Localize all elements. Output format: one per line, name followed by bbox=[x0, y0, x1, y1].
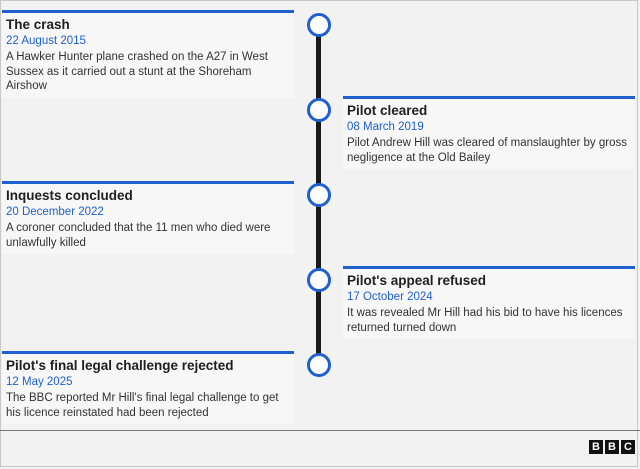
bbc-logo: B B C bbox=[589, 440, 635, 454]
timeline-event-card: Pilot's final legal challenge rejected 1… bbox=[2, 351, 294, 424]
timeline-node bbox=[307, 353, 331, 377]
event-date: 08 March 2019 bbox=[347, 121, 424, 133]
timeline-event-card: The crash 22 August 2015 A Hawker Hunter… bbox=[2, 10, 294, 98]
timeline-event-card: Pilot cleared 08 March 2019 Pilot Andrew… bbox=[343, 96, 635, 169]
event-date: 22 August 2015 bbox=[6, 35, 86, 47]
event-description: A coroner concluded that the 11 men who … bbox=[6, 222, 271, 249]
footer-divider bbox=[0, 430, 640, 431]
event-date: 12 May 2025 bbox=[6, 376, 73, 388]
event-title: Inquests concluded bbox=[6, 188, 133, 203]
event-description: It was revealed Mr Hill had his bid to h… bbox=[347, 307, 623, 334]
event-title: Pilot's final legal challenge rejected bbox=[6, 358, 234, 373]
timeline-event-card: Inquests concluded 20 December 2022 A co… bbox=[2, 181, 294, 254]
event-title: The crash bbox=[6, 17, 70, 32]
logo-block: B bbox=[589, 440, 603, 454]
timeline-node bbox=[307, 13, 331, 37]
timeline-node bbox=[307, 268, 331, 292]
timeline-node bbox=[307, 98, 331, 122]
event-title: Pilot cleared bbox=[347, 103, 428, 118]
event-date: 17 October 2024 bbox=[347, 291, 433, 303]
event-title: Pilot's appeal refused bbox=[347, 273, 487, 288]
event-description: A Hawker Hunter plane crashed on the A27… bbox=[6, 51, 268, 92]
timeline-node bbox=[307, 183, 331, 207]
event-description: The BBC reported Mr Hill's final legal c… bbox=[6, 392, 279, 419]
logo-block: C bbox=[621, 440, 635, 454]
logo-block: B bbox=[605, 440, 619, 454]
event-description: Pilot Andrew Hill was cleared of manslau… bbox=[347, 137, 627, 164]
event-date: 20 December 2022 bbox=[6, 206, 104, 218]
timeline-event-card: Pilot's appeal refused 17 October 2024 I… bbox=[343, 266, 635, 339]
